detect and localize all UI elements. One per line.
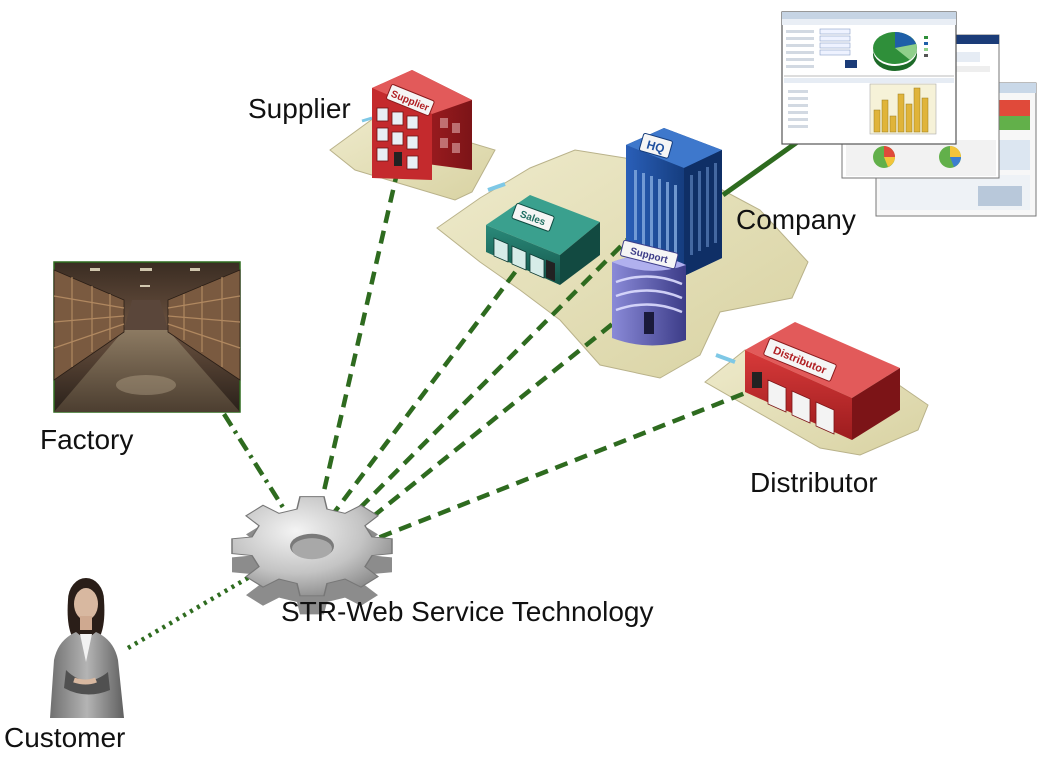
support-building: Support bbox=[612, 239, 686, 346]
connector-sales bbox=[316, 253, 530, 536]
hq-sign: HQ bbox=[645, 138, 666, 156]
dashboard-screens bbox=[781, 11, 1037, 217]
connector-distributor bbox=[359, 385, 759, 548]
hq-building: HQ bbox=[626, 128, 722, 276]
connector-supplier bbox=[312, 159, 403, 531]
dashboard-screen-front bbox=[781, 11, 957, 145]
platform-link-supplier-left bbox=[361, 116, 373, 123]
connector-customer bbox=[126, 556, 284, 650]
customer-label: Customer bbox=[4, 722, 126, 753]
connector-hq bbox=[328, 220, 647, 540]
distributor-label: Distributor bbox=[750, 467, 878, 498]
connector-support bbox=[338, 303, 638, 545]
supplier-building: Supplier bbox=[372, 70, 472, 180]
connector-factory bbox=[222, 412, 298, 530]
customer-person-icon bbox=[50, 578, 124, 718]
factory-label: Factory bbox=[40, 424, 134, 455]
company-label: Company bbox=[736, 204, 856, 235]
connector-lines bbox=[126, 159, 759, 650]
sales-building: Sales bbox=[486, 195, 600, 285]
distributor-building: Distributor bbox=[745, 322, 900, 440]
platform-link-supplier-company bbox=[487, 182, 506, 192]
platform-link-company-distributor bbox=[715, 353, 736, 364]
supplier-label: Supplier bbox=[248, 93, 351, 124]
warehouse-photo bbox=[53, 261, 241, 413]
gear-icon bbox=[231, 496, 393, 615]
str-web-service-label: STR-Web Service Technology bbox=[281, 596, 654, 627]
